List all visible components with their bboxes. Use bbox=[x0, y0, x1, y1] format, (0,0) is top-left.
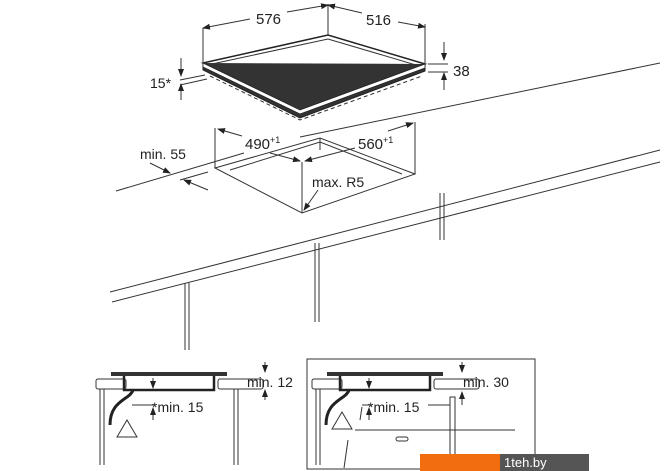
hob-dimensions bbox=[178, 3, 448, 100]
dim-560: 560+1 bbox=[358, 135, 393, 153]
dim-38: 38 bbox=[453, 63, 470, 80]
watermark: 1teh.by bbox=[420, 454, 589, 471]
watermark-orange-block bbox=[420, 454, 500, 471]
left-min-15: *min. 15 bbox=[152, 399, 204, 415]
cutout bbox=[149, 122, 417, 214]
detail-left bbox=[95, 362, 268, 465]
left-min-12: min. 12 bbox=[247, 374, 293, 390]
hob-drawing bbox=[200, 34, 428, 121]
warning-icon bbox=[116, 419, 138, 438]
dim-15: 15* bbox=[150, 75, 172, 91]
right-min-30: min. 30 bbox=[463, 374, 509, 390]
right-min-15: *min. 15 bbox=[368, 399, 420, 415]
countertop bbox=[109, 62, 661, 350]
warning-icon bbox=[331, 411, 353, 430]
dim-490: 490+1 bbox=[245, 135, 280, 153]
watermark-text: 1teh.by bbox=[500, 454, 589, 471]
dim-max-r5: max. R5 bbox=[312, 174, 364, 190]
dim-576: 576 bbox=[256, 11, 281, 28]
dim-516: 516 bbox=[366, 12, 391, 29]
dim-min-55: min. 55 bbox=[140, 146, 186, 162]
